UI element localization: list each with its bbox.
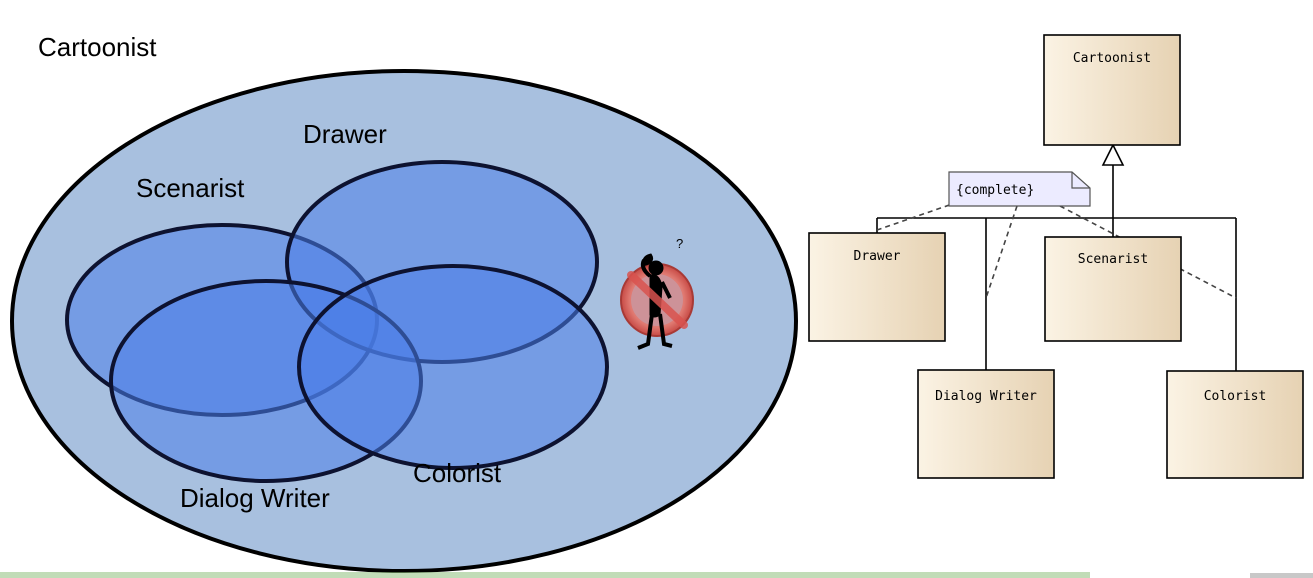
drawer-label: Drawer: [303, 119, 387, 149]
uml-diagram: {complete} Cartoonist Drawer Scenarist D…: [808, 34, 1304, 479]
class-dialog-writer[interactable]: Dialog Writer: [917, 369, 1055, 479]
colorist-set: [297, 264, 609, 470]
class-drawer-label: Drawer: [854, 249, 901, 264]
venn-title: Cartoonist: [38, 32, 157, 62]
question-mark: ?: [676, 236, 683, 251]
class-dialog-writer-label: Dialog Writer: [935, 389, 1037, 404]
generalization-arrowhead: [1101, 143, 1125, 166]
class-colorist[interactable]: Colorist: [1166, 370, 1304, 479]
class-scenarist[interactable]: Scenarist: [1044, 236, 1182, 342]
dialog-writer-label: Dialog Writer: [180, 483, 330, 513]
venn-diagram: Cartoonist Drawer Scenarist Dialog Write…: [10, 32, 798, 573]
class-cartoonist[interactable]: Cartoonist: [1043, 34, 1181, 146]
complete-constraint-note: {complete}: [948, 171, 1091, 207]
bottom-right-bar: [1250, 573, 1313, 578]
scenarist-label: Scenarist: [136, 173, 245, 203]
class-colorist-label: Colorist: [1204, 389, 1267, 404]
class-cartoonist-label: Cartoonist: [1073, 51, 1151, 66]
class-scenarist-label: Scenarist: [1078, 252, 1148, 267]
constraint-text: {complete}: [956, 183, 1034, 198]
bottom-accent-bar: [0, 572, 1090, 578]
no-thinking-person-icon: ?: [620, 236, 694, 350]
generalization-lines: [876, 164, 1237, 371]
class-drawer[interactable]: Drawer: [808, 232, 946, 342]
colorist-label: Colorist: [413, 458, 502, 488]
